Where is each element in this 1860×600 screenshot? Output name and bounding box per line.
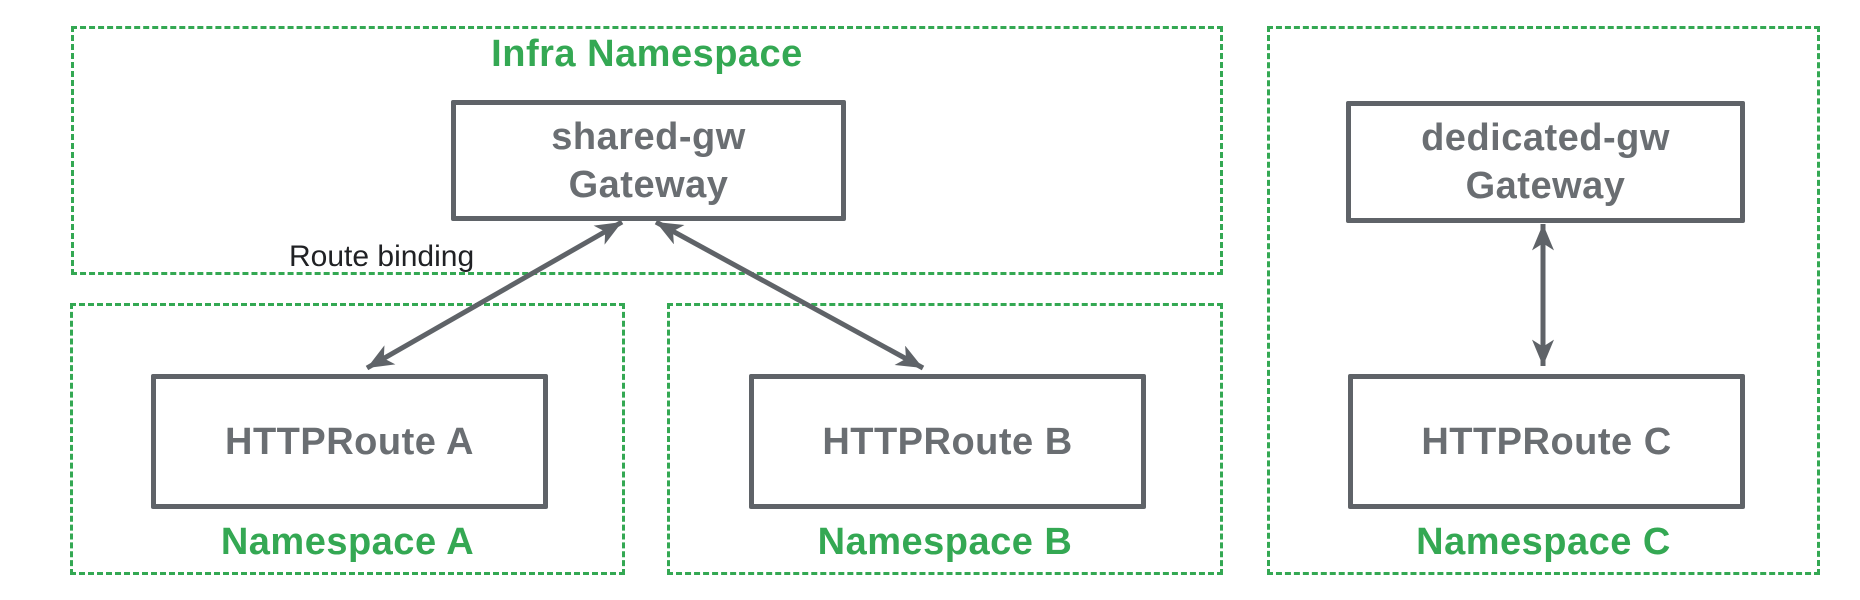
shared-gw-kind: Gateway [568, 163, 729, 206]
node-httproute-a: HTTPRoute A [151, 374, 548, 509]
httproute-c-name: HTTPRoute C [1421, 420, 1672, 463]
node-shared-gw-gateway: shared-gw Gateway [451, 100, 846, 221]
node-dedicated-gw-gateway: dedicated-gw Gateway [1346, 101, 1745, 223]
httproute-a-name: HTTPRoute A [225, 420, 474, 463]
dedicated-gw-kind: Gateway [1465, 165, 1626, 207]
infra-namespace-label: Infra Namespace [491, 33, 803, 75]
namespace-c-label: Namespace C [1416, 521, 1671, 563]
group-namespace-a: HTTPRoute A Namespace A [70, 303, 625, 575]
group-infra-namespace: Infra Namespace shared-gw Gateway [71, 26, 1223, 275]
namespace-b-label: Namespace B [817, 521, 1073, 563]
group-namespace-b: HTTPRoute B Namespace B [667, 303, 1223, 575]
namespace-a-label: Namespace A [220, 521, 475, 563]
route-binding-label: Route binding [289, 240, 475, 273]
node-httproute-c: HTTPRoute C [1348, 374, 1745, 509]
shared-gw-name: shared-gw [551, 115, 746, 158]
dedicated-gw-name: dedicated-gw [1421, 117, 1670, 159]
httproute-b-name: HTTPRoute B [822, 420, 1073, 463]
node-httproute-b: HTTPRoute B [749, 374, 1146, 509]
group-namespace-c: dedicated-gw Gateway HTTPRoute C Namespa… [1267, 26, 1820, 575]
